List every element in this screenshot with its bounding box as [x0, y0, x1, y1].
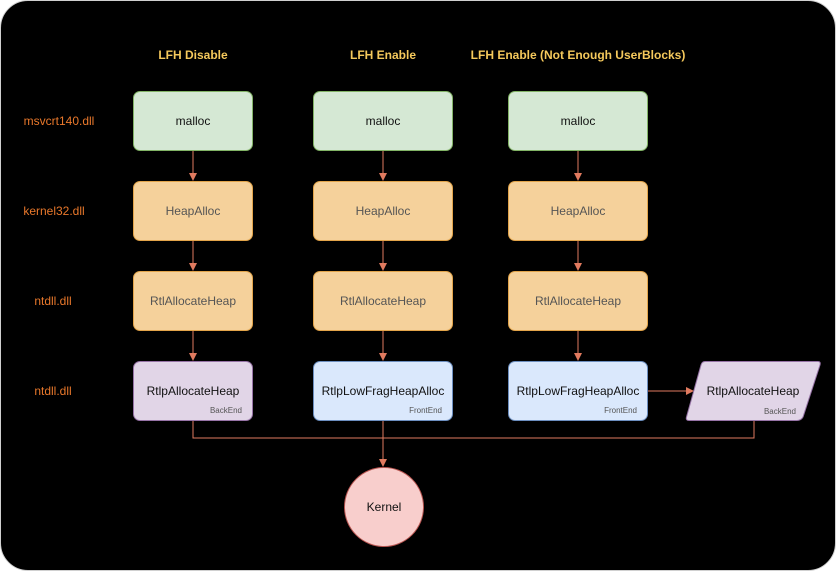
c2-rtlplowfragheapalloc-node: RtlpLowFragHeapAlloc FrontEnd — [313, 361, 453, 421]
node-label: RtlpLowFragHeapAlloc — [516, 384, 640, 398]
fallback-rtlpallocateheap-node: RtlpAllocateHeap BackEnd — [685, 361, 821, 421]
node-label: malloc — [175, 114, 211, 128]
c3-rtlplowfragheapalloc-node: RtlpLowFragHeapAlloc FrontEnd — [508, 361, 648, 421]
row-label-ntdll-1: ntdll.dll — [34, 294, 72, 308]
node-label: RtlAllocateHeap — [339, 294, 427, 308]
node-label: HeapAlloc — [165, 204, 221, 218]
node-sublabel: FrontEnd — [409, 406, 442, 415]
row-label-kernel32: kernel32.dll — [23, 204, 85, 218]
node-label: RtlAllocateHeap — [149, 294, 237, 308]
c1-malloc-node: malloc — [133, 91, 253, 151]
header-lfh-enable: LFH Enable — [349, 48, 416, 62]
c2-malloc-node: malloc — [313, 91, 453, 151]
wire-c1-to-kernel — [192, 421, 383, 439]
node-label: Kernel — [366, 500, 402, 514]
header-lfh-enable-not-enough: LFH Enable (Not Enough UserBlocks) — [470, 48, 686, 62]
parallelogram-shape — [685, 361, 821, 421]
c3-rtlallocateheap-node: RtlAllocateHeap — [508, 271, 648, 331]
node-label: RtlpLowFragHeapAlloc — [321, 384, 445, 398]
c1-rtlpallocateheap-node: RtlpAllocateHeap BackEnd — [133, 361, 253, 421]
node-label: HeapAlloc — [355, 204, 411, 218]
node-label: RtlpAllocateHeap — [146, 384, 240, 398]
header-lfh-disable: LFH Disable — [158, 48, 228, 62]
c3-malloc-node: malloc — [508, 91, 648, 151]
c1-heapalloc-node: HeapAlloc — [133, 181, 253, 241]
node-sublabel: FrontEnd — [604, 406, 637, 415]
node-label: RtlAllocateHeap — [534, 294, 622, 308]
node-label: malloc — [365, 114, 401, 128]
node-label: RtlpAllocateHeap — [706, 384, 800, 398]
c3-heapalloc-node: HeapAlloc — [508, 181, 648, 241]
node-sublabel: BackEnd — [763, 407, 796, 416]
wire-fallback-to-kernel — [383, 421, 755, 439]
node-sublabel: BackEnd — [209, 406, 242, 415]
c2-heapalloc-node: HeapAlloc — [313, 181, 453, 241]
row-label-ntdll-2: ntdll.dll — [34, 384, 72, 398]
row-label-msvcrt: msvcrt140.dll — [23, 114, 95, 128]
kernel-node: Kernel — [344, 467, 424, 547]
node-label: malloc — [560, 114, 596, 128]
c2-rtlallocateheap-node: RtlAllocateHeap — [313, 271, 453, 331]
node-label: HeapAlloc — [550, 204, 606, 218]
c1-rtlallocateheap-node: RtlAllocateHeap — [133, 271, 253, 331]
